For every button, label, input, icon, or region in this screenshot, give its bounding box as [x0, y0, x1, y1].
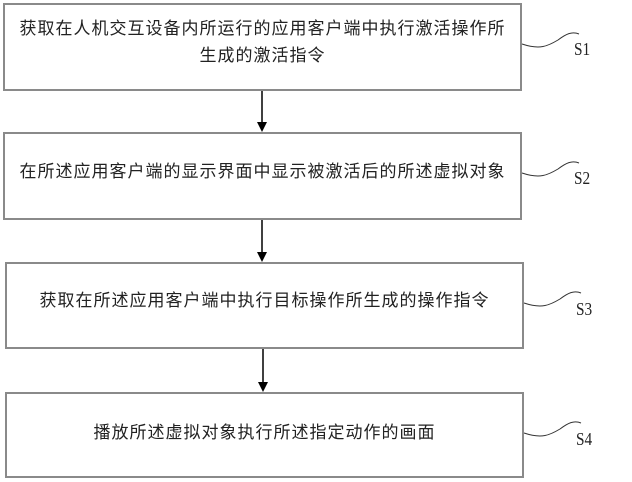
step-text-s4: 播放所述虚拟对象执行所述指定动作的画面: [93, 422, 436, 443]
step-box-s1: 获取在人机交互设备内所运行的应用客户端中执行激活操作所生成的激活指令: [3, 3, 522, 91]
arrow-s2-s3: [257, 220, 267, 262]
leader-s2: [521, 161, 580, 177]
step-box-s3: 获取在所述应用客户端中执行目标操作所生成的操作指令: [5, 262, 524, 349]
step-box-s2: 在所述应用客户端的显示界面中显示被激活后的所述虚拟对象: [3, 132, 522, 220]
leader-s3: [523, 291, 582, 307]
step-label-s2: S2: [574, 168, 591, 188]
step-text-s2: 在所述应用客户端的显示界面中显示被激活后的所述虚拟对象: [19, 161, 506, 182]
step-box-s4: 播放所述虚拟对象执行所述指定动作的画面: [5, 392, 524, 478]
leader-s1: [521, 32, 580, 48]
arrow-s3-s4: [258, 349, 268, 392]
arrow-s1-s2: [257, 91, 267, 132]
step-text-s3: 获取在所述应用客户端中执行目标操作所生成的操作指令: [39, 291, 490, 311]
step-label-s4: S4: [576, 429, 593, 449]
step-text-s1: 获取在人机交互设备内所运行的应用客户端中执行激活操作所生成的激活指令: [19, 19, 506, 66]
step-label-s3: S3: [576, 299, 593, 319]
leader-s4: [523, 421, 582, 437]
step-label-s1: S1: [574, 39, 591, 59]
